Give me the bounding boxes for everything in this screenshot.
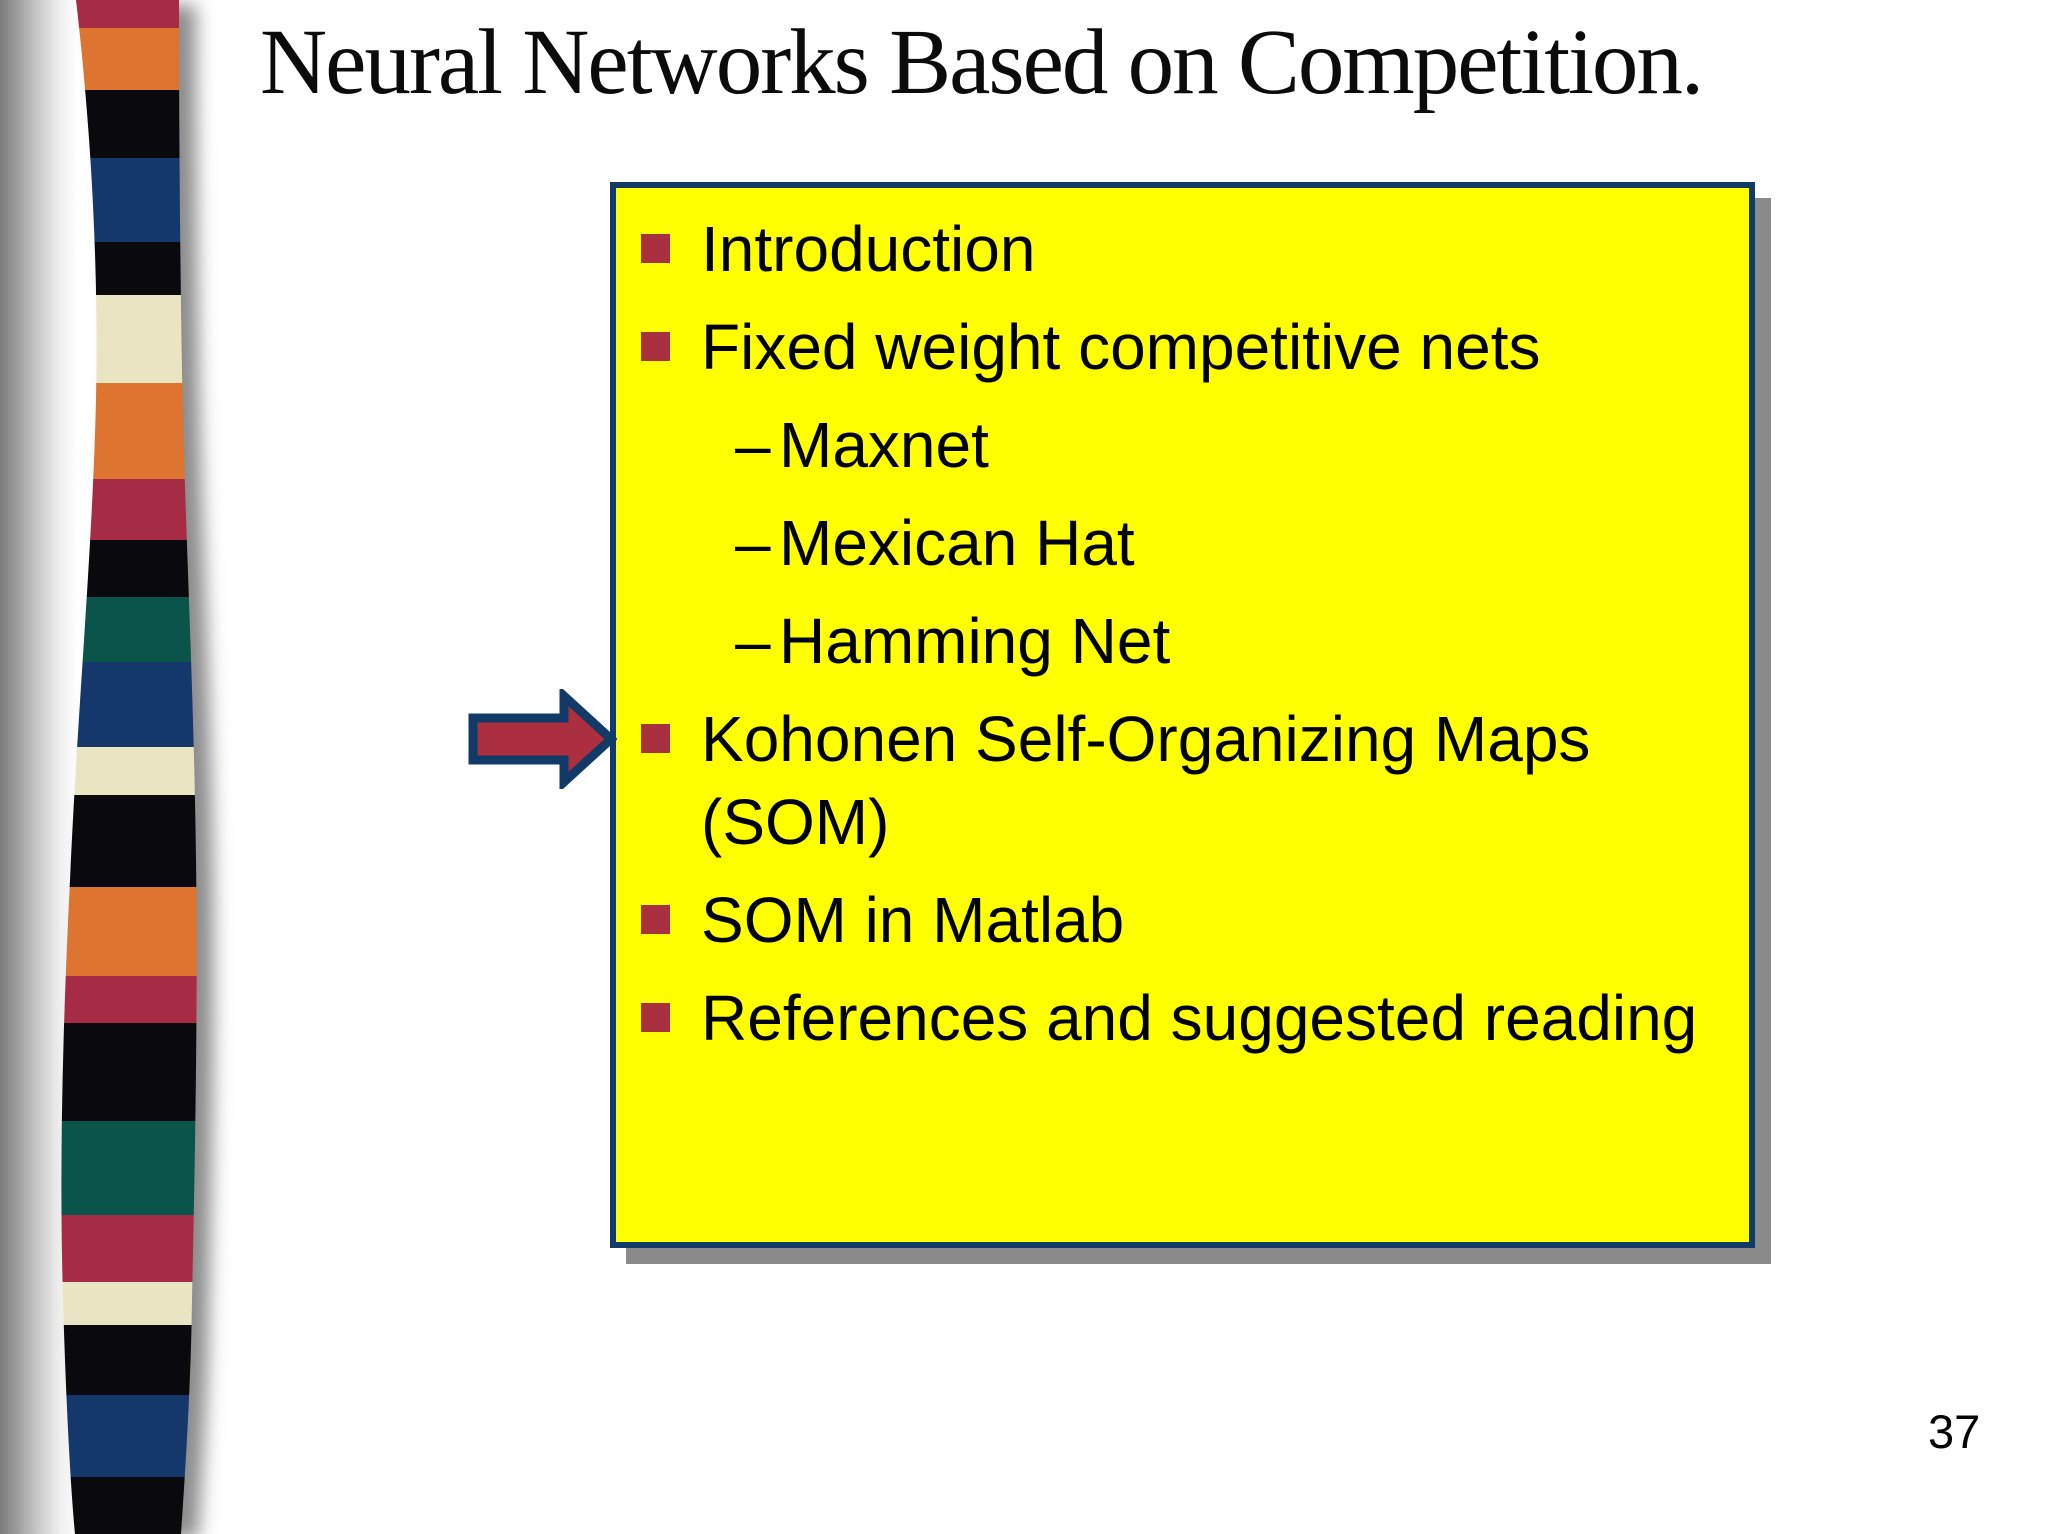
ribbon-stripe — [61, 1121, 197, 1215]
ribbon-stripe — [61, 887, 197, 976]
agenda-subitem-label: Hamming Net — [779, 605, 1171, 677]
agenda-subitem: –Maxnet — [735, 404, 1729, 487]
ribbon-stripe — [61, 158, 197, 242]
ribbon-stripe — [61, 597, 197, 662]
agenda-subitem-label: Maxnet — [779, 409, 989, 481]
agenda-item: Fixed weight competitive nets–Maxnet–Mex… — [641, 306, 1729, 683]
ribbon-stripe-graphic — [61, 0, 197, 1534]
ribbon-stripe — [61, 747, 197, 795]
ribbon-stripe — [61, 295, 197, 383]
agenda-subitem: –Hamming Net — [735, 600, 1729, 683]
agenda-subitem: –Mexican Hat — [735, 502, 1729, 585]
ribbon-stripe — [61, 1325, 197, 1395]
dash-bullet-icon: – — [735, 507, 771, 579]
agenda-item-label: References and suggested reading — [701, 982, 1698, 1054]
ribbon-stripe — [61, 90, 197, 158]
agenda-item-label: Kohonen Self-Organizing Maps (SOM) — [701, 703, 1591, 858]
ribbon-stripe — [61, 1282, 197, 1325]
ribbon-stripe — [61, 662, 197, 747]
ribbon-stripe — [61, 242, 197, 295]
ribbon-stripe — [61, 1395, 197, 1477]
square-bullet-icon — [641, 724, 670, 753]
ribbon-stripe — [61, 795, 197, 887]
square-bullet-icon — [641, 905, 670, 934]
left-gutter — [0, 0, 252, 1534]
ribbon-stripe — [61, 383, 197, 479]
slide-title: Neural Networks Based on Competition. — [260, 11, 1704, 114]
square-bullet-icon — [641, 1003, 670, 1032]
agenda-item: References and suggested reading — [641, 977, 1729, 1060]
ribbon-stripe — [61, 1023, 197, 1121]
dash-bullet-icon: – — [735, 409, 771, 481]
square-bullet-icon — [641, 332, 670, 361]
ribbon-stripe — [61, 540, 197, 597]
square-bullet-icon — [641, 234, 670, 263]
ribbon-stripe — [61, 976, 197, 1023]
agenda-item: Introduction — [641, 208, 1729, 291]
ribbon-stripe — [61, 479, 197, 540]
agenda-item: SOM in Matlab — [641, 879, 1729, 962]
agenda-item-label: Fixed weight competitive nets — [701, 311, 1541, 383]
agenda-sublist: –Maxnet–Mexican Hat–Hamming Net — [735, 404, 1729, 683]
page-number: 37 — [1928, 1405, 1981, 1458]
ribbon-stripe — [61, 1477, 197, 1534]
agenda-item-label: Introduction — [701, 213, 1036, 285]
agenda-subitem-label: Mexican Hat — [779, 507, 1135, 579]
dash-bullet-icon: – — [735, 605, 771, 677]
ribbon-stripe — [61, 28, 197, 90]
pointer-arrow-icon — [467, 685, 618, 793]
agenda-item: Kohonen Self-Organizing Maps (SOM) — [468, 685, 1729, 864]
ribbon-stripe — [61, 1215, 197, 1282]
agenda-item-label: SOM in Matlab — [701, 884, 1125, 956]
ribbon-stripe — [61, 0, 197, 28]
